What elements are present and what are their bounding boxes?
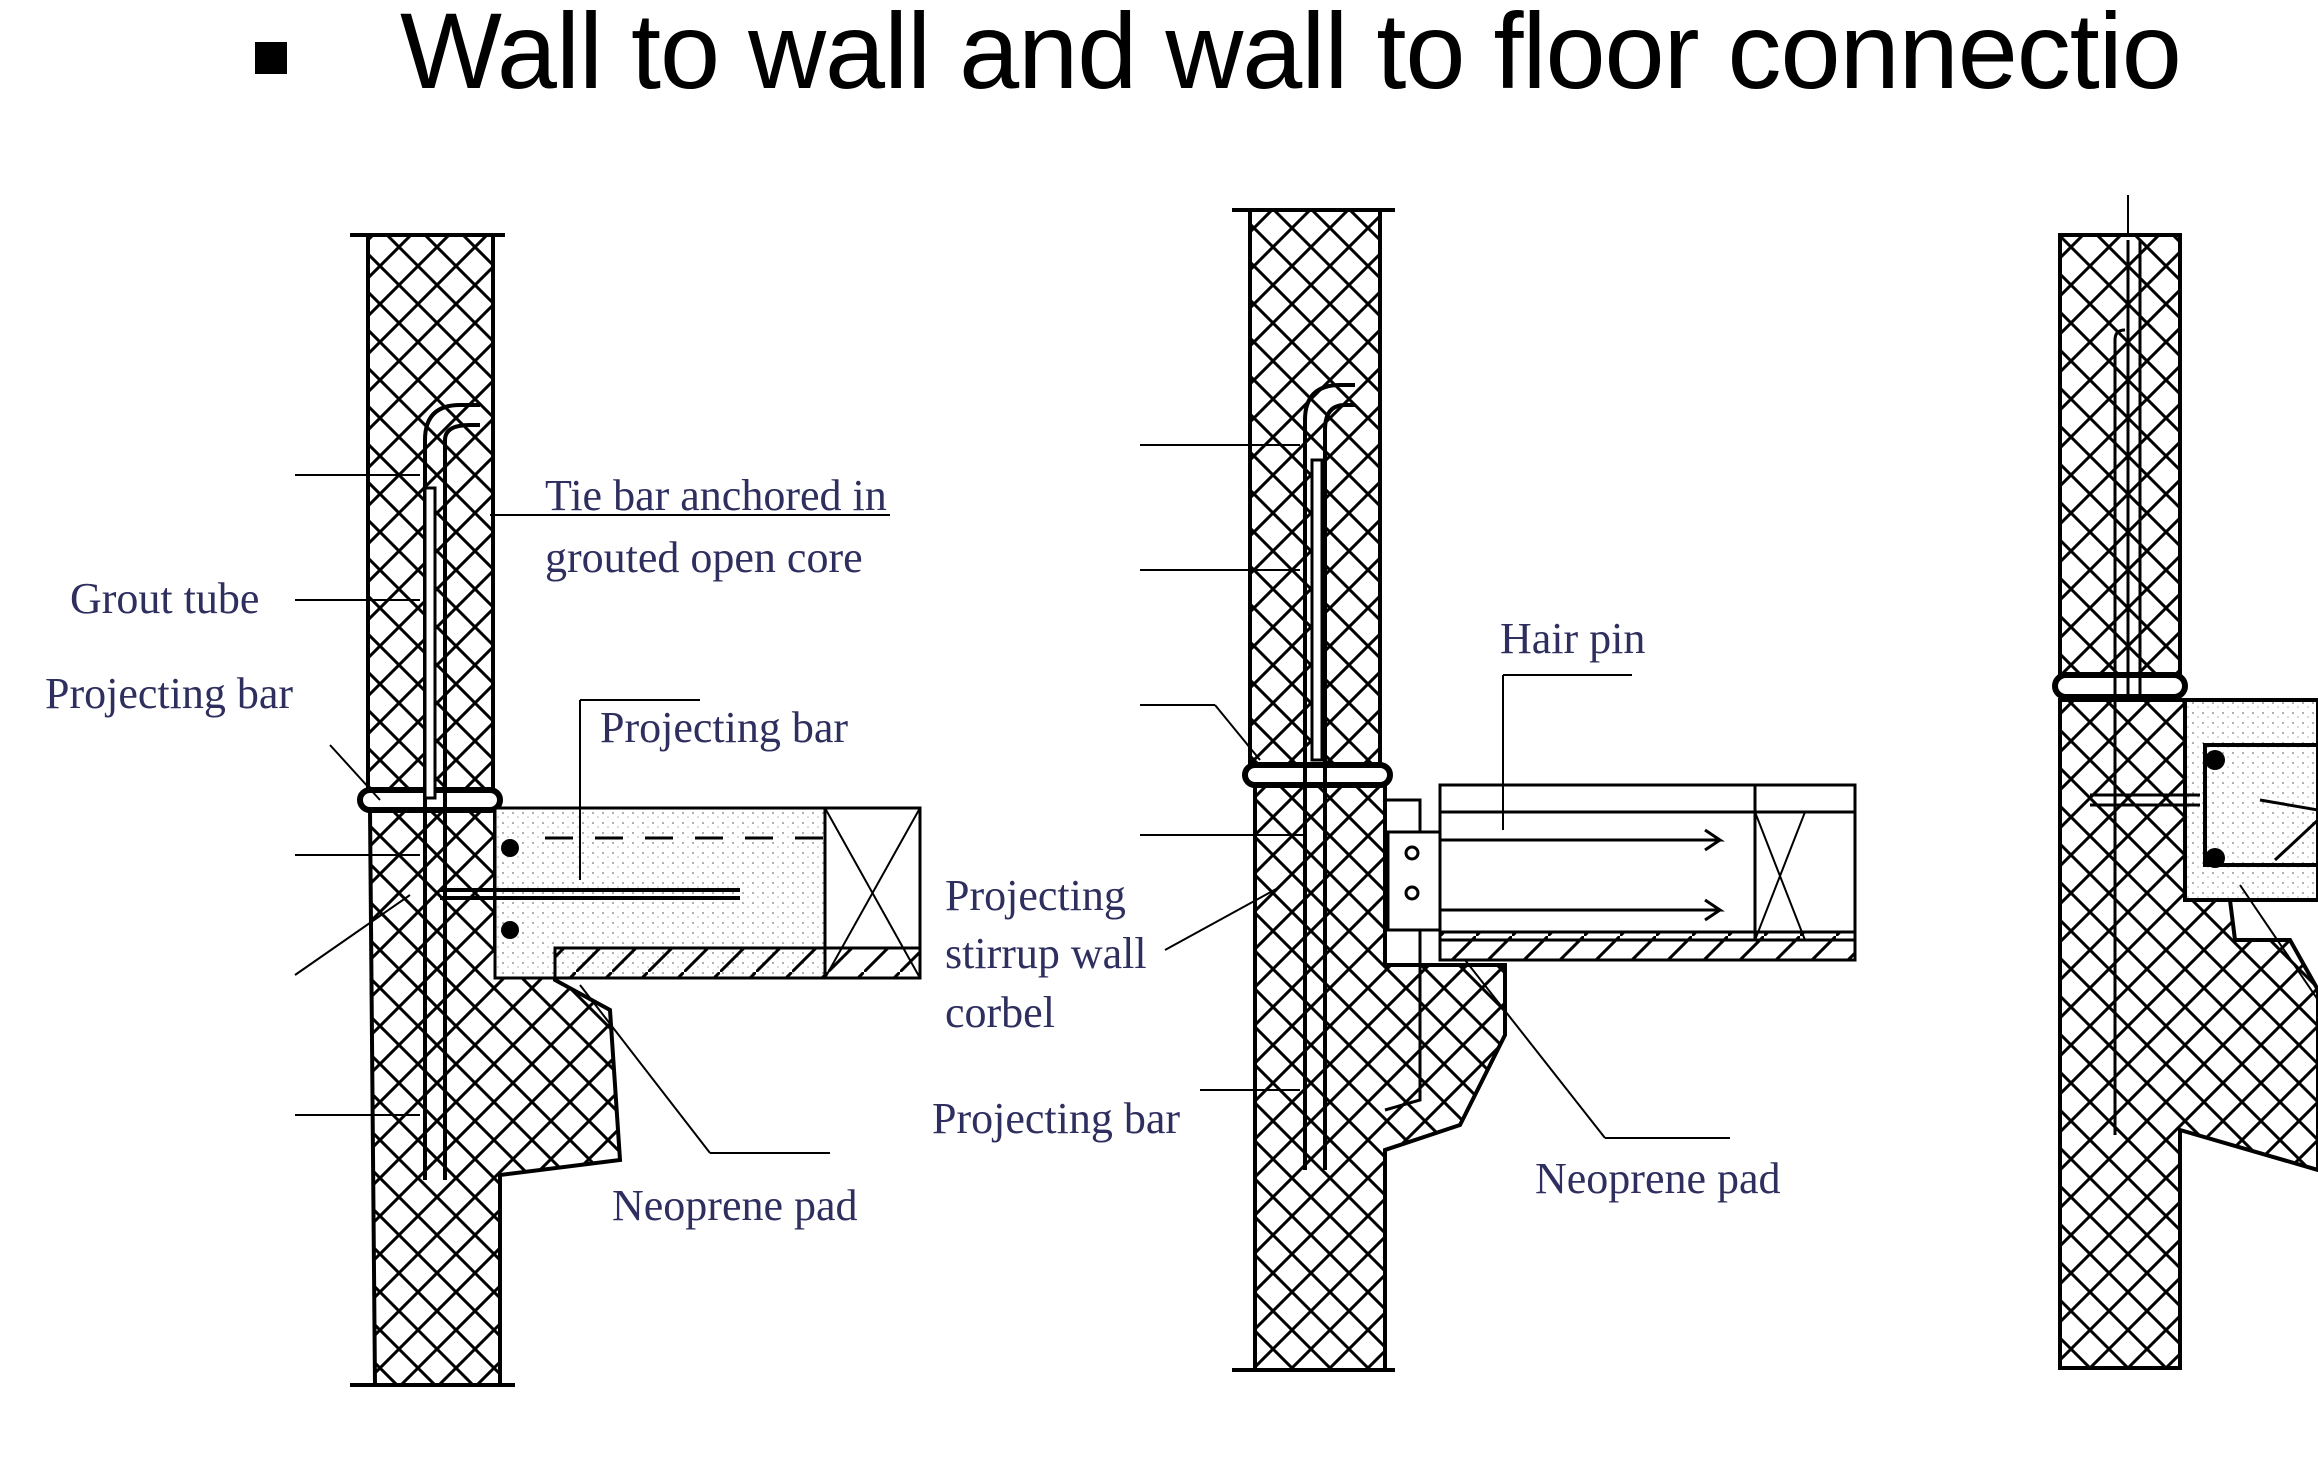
title-row: Wall to wall and wall to floor connectio <box>0 0 2318 150</box>
bullet-icon <box>255 42 287 74</box>
neoprene-pad-label-middle: Neoprene pad <box>1535 1154 1781 1203</box>
slide-title: Wall to wall and wall to floor connectio <box>400 0 2182 111</box>
right-detail <box>2052 195 2318 1370</box>
projecting-bar-label-middle: Projecting bar <box>932 1094 1180 1143</box>
stirrup-label-line3: corbel <box>945 988 1055 1037</box>
neoprene-pad-label-left: Neoprene pad <box>612 1181 858 1230</box>
upper-wall-right <box>2058 233 2182 697</box>
projecting-bar-label-left: Projecting bar <box>45 669 293 718</box>
tie-bar-label-line2: grouted open core <box>545 533 863 582</box>
projecting-bar-label-top: Projecting bar <box>600 703 848 752</box>
left-detail: Tie bar anchored in grouted open core Gr… <box>45 233 922 1387</box>
stirrup-label-line1: Projecting <box>945 871 1126 920</box>
stirrup-label-line2: stirrup wall <box>945 929 1147 978</box>
hair-pin-label: Hair pin <box>1500 614 1645 663</box>
middle-detail: Projecting stirrup wall corbel Projectin… <box>932 208 1857 1372</box>
tie-bar-label-line1: Tie bar anchored in <box>545 471 887 520</box>
grout-tube-label: Grout tube <box>70 574 259 623</box>
